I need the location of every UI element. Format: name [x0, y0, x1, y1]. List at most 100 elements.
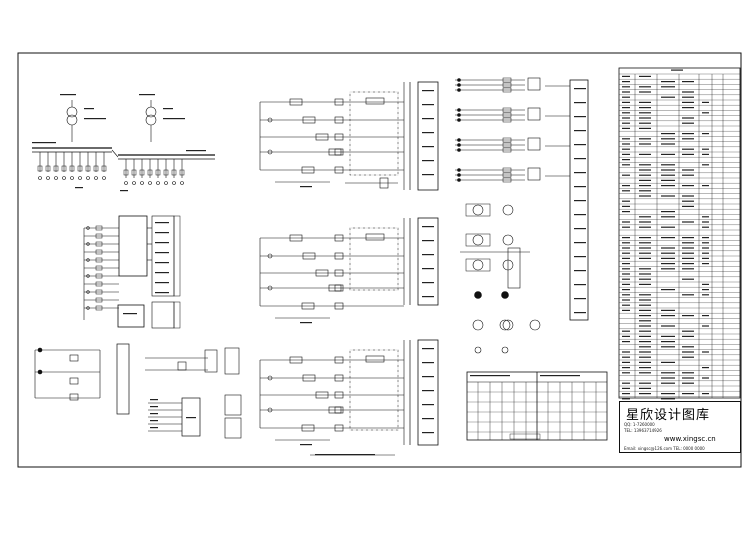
contact-symbol: [301, 302, 315, 310]
breaker-symbol: [155, 169, 161, 176]
text-mark: [622, 101, 630, 103]
text-mark: [155, 242, 169, 244]
text-mark: [622, 153, 630, 155]
text-mark: [661, 133, 675, 135]
text-mark: [120, 190, 128, 192]
text-mark: [574, 88, 586, 90]
text-mark: [622, 164, 630, 166]
meter-box: [204, 349, 218, 373]
text-mark: [622, 96, 630, 98]
relay-coil: [69, 354, 79, 362]
text-mark: [622, 382, 630, 384]
text-mark: [639, 242, 651, 244]
text-mark: [682, 133, 694, 135]
indicator-lamp: [474, 291, 482, 299]
terminal-strip: [173, 215, 181, 297]
outgoing-terminal: [54, 176, 58, 180]
text-mark: [682, 237, 694, 239]
motor-group: [465, 203, 491, 217]
text-mark: [682, 91, 694, 93]
text-mark: [639, 330, 651, 332]
contact-symbol: [502, 117, 512, 123]
text-mark: [639, 268, 651, 270]
relay-coil: [177, 361, 187, 371]
terminal-circle: [457, 173, 461, 177]
text-mark: [682, 122, 694, 124]
text-mark: [702, 112, 709, 114]
text-mark: [682, 335, 694, 337]
text-mark: [84, 108, 94, 110]
terminal-circle: [457, 168, 461, 172]
contact-symbol: [502, 112, 512, 118]
text-mark: [315, 454, 375, 456]
text-mark: [422, 118, 434, 120]
text-mark: [639, 117, 651, 119]
text-mark: [155, 272, 169, 274]
terminal-circle: [86, 258, 90, 262]
terminal-circle: [457, 88, 461, 92]
text-mark: [661, 335, 675, 337]
text-mark: [639, 101, 651, 103]
coil-symbol: [334, 148, 344, 156]
text-mark: [639, 393, 651, 395]
text-mark: [32, 142, 56, 144]
text-mark: [622, 200, 630, 202]
contact-symbol: [289, 98, 303, 106]
coil-symbol: [334, 269, 344, 277]
text-mark: [622, 75, 630, 77]
text-mark: [422, 268, 434, 270]
relay-coil: [69, 393, 79, 401]
text-mark: [422, 146, 434, 148]
text-mark: [682, 252, 694, 254]
text-mark: [682, 377, 694, 379]
terminal-circle: [457, 148, 461, 152]
text-mark: [661, 309, 675, 311]
breaker-symbol: [139, 169, 145, 176]
text-mark: [682, 169, 694, 171]
terminal-block: [417, 339, 439, 446]
text-mark: [574, 186, 586, 188]
transformer-symbol: [145, 114, 157, 126]
relay-box: [507, 247, 521, 289]
contact-symbol: [502, 167, 512, 173]
indicator-lamp: [501, 291, 509, 299]
text-mark: [639, 226, 651, 228]
terminal-block: [569, 79, 589, 321]
text-mark: [682, 268, 694, 270]
text-mark: [622, 211, 630, 213]
text-mark: [661, 382, 675, 384]
power-module-box: [117, 304, 145, 328]
text-mark: [622, 185, 630, 187]
terminal-block: [417, 81, 439, 191]
breaker-symbol: [147, 169, 153, 176]
brand-title: 星欣设计图库: [626, 408, 711, 423]
text-mark: [622, 174, 630, 176]
text-mark: [150, 427, 158, 429]
text-mark: [702, 257, 709, 259]
text-mark: [639, 294, 651, 296]
terminal-circle: [457, 108, 461, 112]
breaker-symbol: [77, 165, 83, 172]
terminal-block: [417, 217, 439, 306]
text-mark: [702, 315, 709, 317]
text-mark: [622, 81, 630, 83]
motor-symbol: [472, 259, 484, 271]
text-mark: [622, 341, 630, 343]
text-mark: [639, 278, 651, 280]
text-mark: [661, 216, 675, 218]
contact-symbol: [315, 269, 329, 277]
text-mark: [682, 117, 694, 119]
text-mark: [622, 387, 630, 389]
text-mark: [422, 418, 434, 420]
text-mark: [661, 195, 675, 197]
text-mark: [622, 127, 630, 129]
terminal-circle: [86, 290, 90, 294]
terminal-circle: [457, 83, 461, 87]
breaker-symbol: [61, 165, 67, 172]
terminal-circle: [457, 178, 461, 182]
relay-coil: [69, 377, 79, 385]
text-mark: [300, 322, 312, 324]
outgoing-terminal: [164, 181, 168, 185]
io-module-box: [118, 215, 148, 277]
text-mark: [422, 254, 434, 256]
